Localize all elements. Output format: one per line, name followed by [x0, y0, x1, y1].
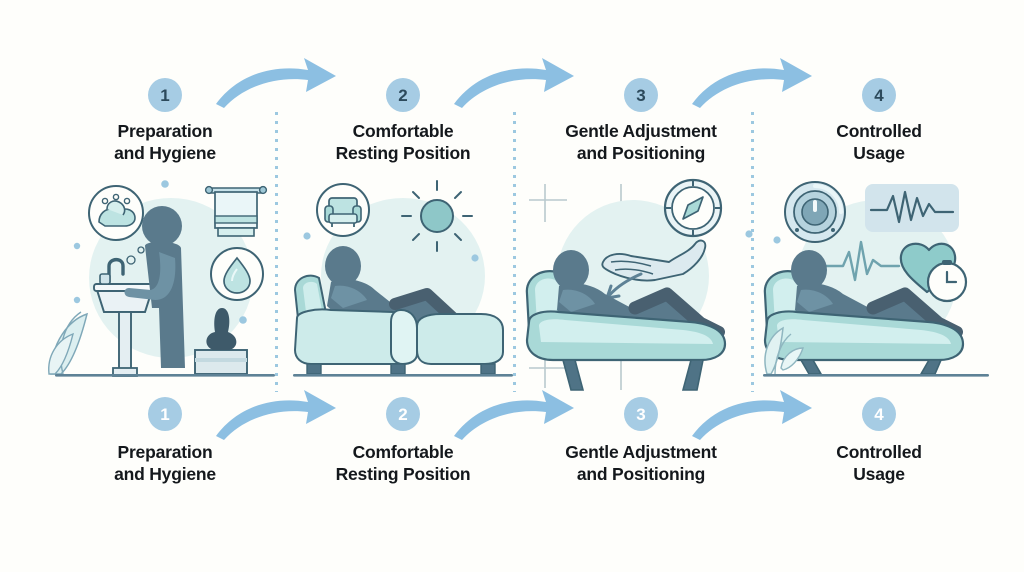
- step-column-bottom-1[interactable]: 1 Preparation and Hygiene: [47, 393, 283, 503]
- step-title-1-line1: Preparation: [117, 121, 213, 141]
- step-column-2[interactable]: 2 Comfortable Resting Position: [285, 70, 521, 400]
- step-title-1-line2: and Hygiene: [114, 143, 216, 164]
- step-title-bottom-1-line1: Preparation: [117, 442, 213, 462]
- step-column-1[interactable]: 1 Preparation and Hygiene: [47, 70, 283, 400]
- step-title-bottom-3-line2: and Positioning: [576, 464, 706, 485]
- step-title-3-line1: Gentle Adjustment: [565, 121, 717, 141]
- flow-arrow-3-to-4: [688, 56, 816, 112]
- step-badge-1: 1: [148, 78, 182, 112]
- step-title-bottom-1: Preparation and Hygiene: [47, 441, 283, 486]
- flow-arrow-2-to-3: [450, 56, 578, 112]
- step-title-2-line2: Resting Position: [335, 143, 471, 164]
- step-column-bottom-4[interactable]: 4 Controlled Usage: [761, 393, 997, 503]
- step-badge-bottom-4: 4: [862, 397, 896, 431]
- step-title-bottom-2-line1: Comfortable: [352, 442, 454, 462]
- step-title-bottom-4-line2: Usage: [853, 464, 905, 485]
- column-divider-3: [751, 112, 754, 392]
- step-title-1: Preparation and Hygiene: [47, 120, 283, 165]
- column-divider-2: [513, 112, 516, 392]
- step-illustration-1: [47, 178, 283, 398]
- flow-arrow-1-to-2: [212, 56, 340, 112]
- step-title-bottom-3: Gentle Adjustment and Positioning: [523, 441, 759, 486]
- step-column-3[interactable]: 3 Gentle Adjustment and Positioning: [523, 70, 759, 400]
- step-badge-3: 3: [624, 78, 658, 112]
- column-divider-1: [275, 112, 278, 392]
- step-column-4[interactable]: 4 Controlled Usage: [761, 70, 997, 400]
- step-title-4-line1: Controlled: [836, 121, 922, 141]
- step-title-bottom-2-line2: Resting Position: [335, 464, 471, 485]
- step-title-bottom-1-line2: and Hygiene: [114, 464, 216, 485]
- step-illustration-4: [761, 178, 997, 398]
- step-column-bottom-2[interactable]: 2 Comfortable Resting Position: [285, 393, 521, 503]
- step-badge-bottom-3: 3: [624, 397, 658, 431]
- step-title-4-line2: Usage: [853, 143, 905, 164]
- step-column-bottom-3[interactable]: 3 Gentle Adjustment and Positioning: [523, 393, 759, 503]
- step-title-2: Comfortable Resting Position: [285, 120, 521, 165]
- step-illustration-2: [285, 178, 521, 398]
- step-title-bottom-2: Comfortable Resting Position: [285, 441, 521, 486]
- flow-arrow-bottom-1-to-2: [212, 388, 340, 444]
- step-badge-2: 2: [386, 78, 420, 112]
- step-title-4: Controlled Usage: [761, 120, 997, 165]
- step-title-bottom-3-line1: Gentle Adjustment: [565, 442, 717, 462]
- flow-arrow-bottom-2-to-3: [450, 388, 578, 444]
- flow-arrow-bottom-3-to-4: [688, 388, 816, 444]
- step-badge-bottom-1: 1: [148, 397, 182, 431]
- step-badge-bottom-2: 2: [386, 397, 420, 431]
- step-title-bottom-4-line1: Controlled: [836, 442, 922, 462]
- step-badge-4: 4: [862, 78, 896, 112]
- step-title-2-line1: Comfortable: [352, 121, 454, 141]
- step-title-3-line2: and Positioning: [576, 143, 706, 164]
- step-title-3: Gentle Adjustment and Positioning: [523, 120, 759, 165]
- step-illustration-3: [523, 178, 759, 398]
- step-title-bottom-4: Controlled Usage: [761, 441, 997, 486]
